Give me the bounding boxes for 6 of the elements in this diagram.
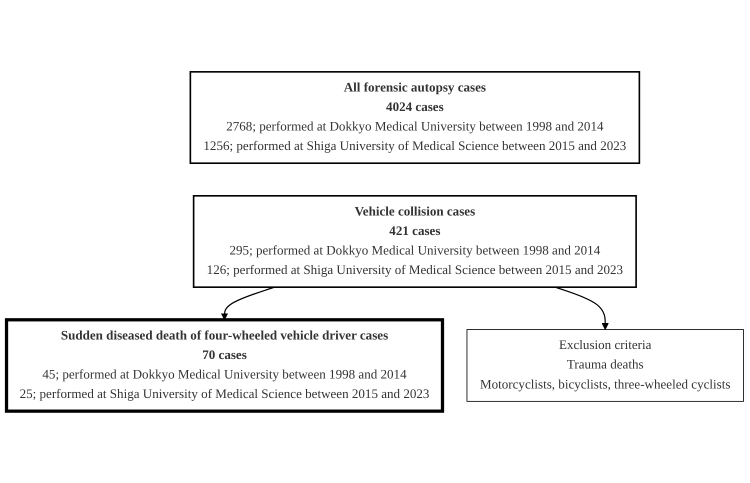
arrow <box>220 286 275 320</box>
arrow <box>554 286 609 330</box>
node-box: Exclusion criteria Trauma deaths Motorcyclists, bicyclists, three-wheeled cyclists <box>466 329 744 402</box>
node-box: All forensic autopsy cases 4024 cases 2768; performed at Dokkyo Medical University between 1998 and 2014 1256; performed at Shiga University of Medical Science between 2015 and 2023 <box>190 71 640 164</box>
node-box: Sudden diseased death of four-wheeled vehicle driver cases 70 cases 45; performed at Dokkyo Medical University between 1998 and 2014 25; performed at Shiga University of Medical Science between 2015 and 2023 <box>4 318 444 413</box>
node-box: Vehicle collision cases 421 cases 295; performed at Dokkyo Medical University between 1998 and 2014 126; performed at Shiga University of Medical Science between 2015 and 2023 <box>192 195 637 288</box>
